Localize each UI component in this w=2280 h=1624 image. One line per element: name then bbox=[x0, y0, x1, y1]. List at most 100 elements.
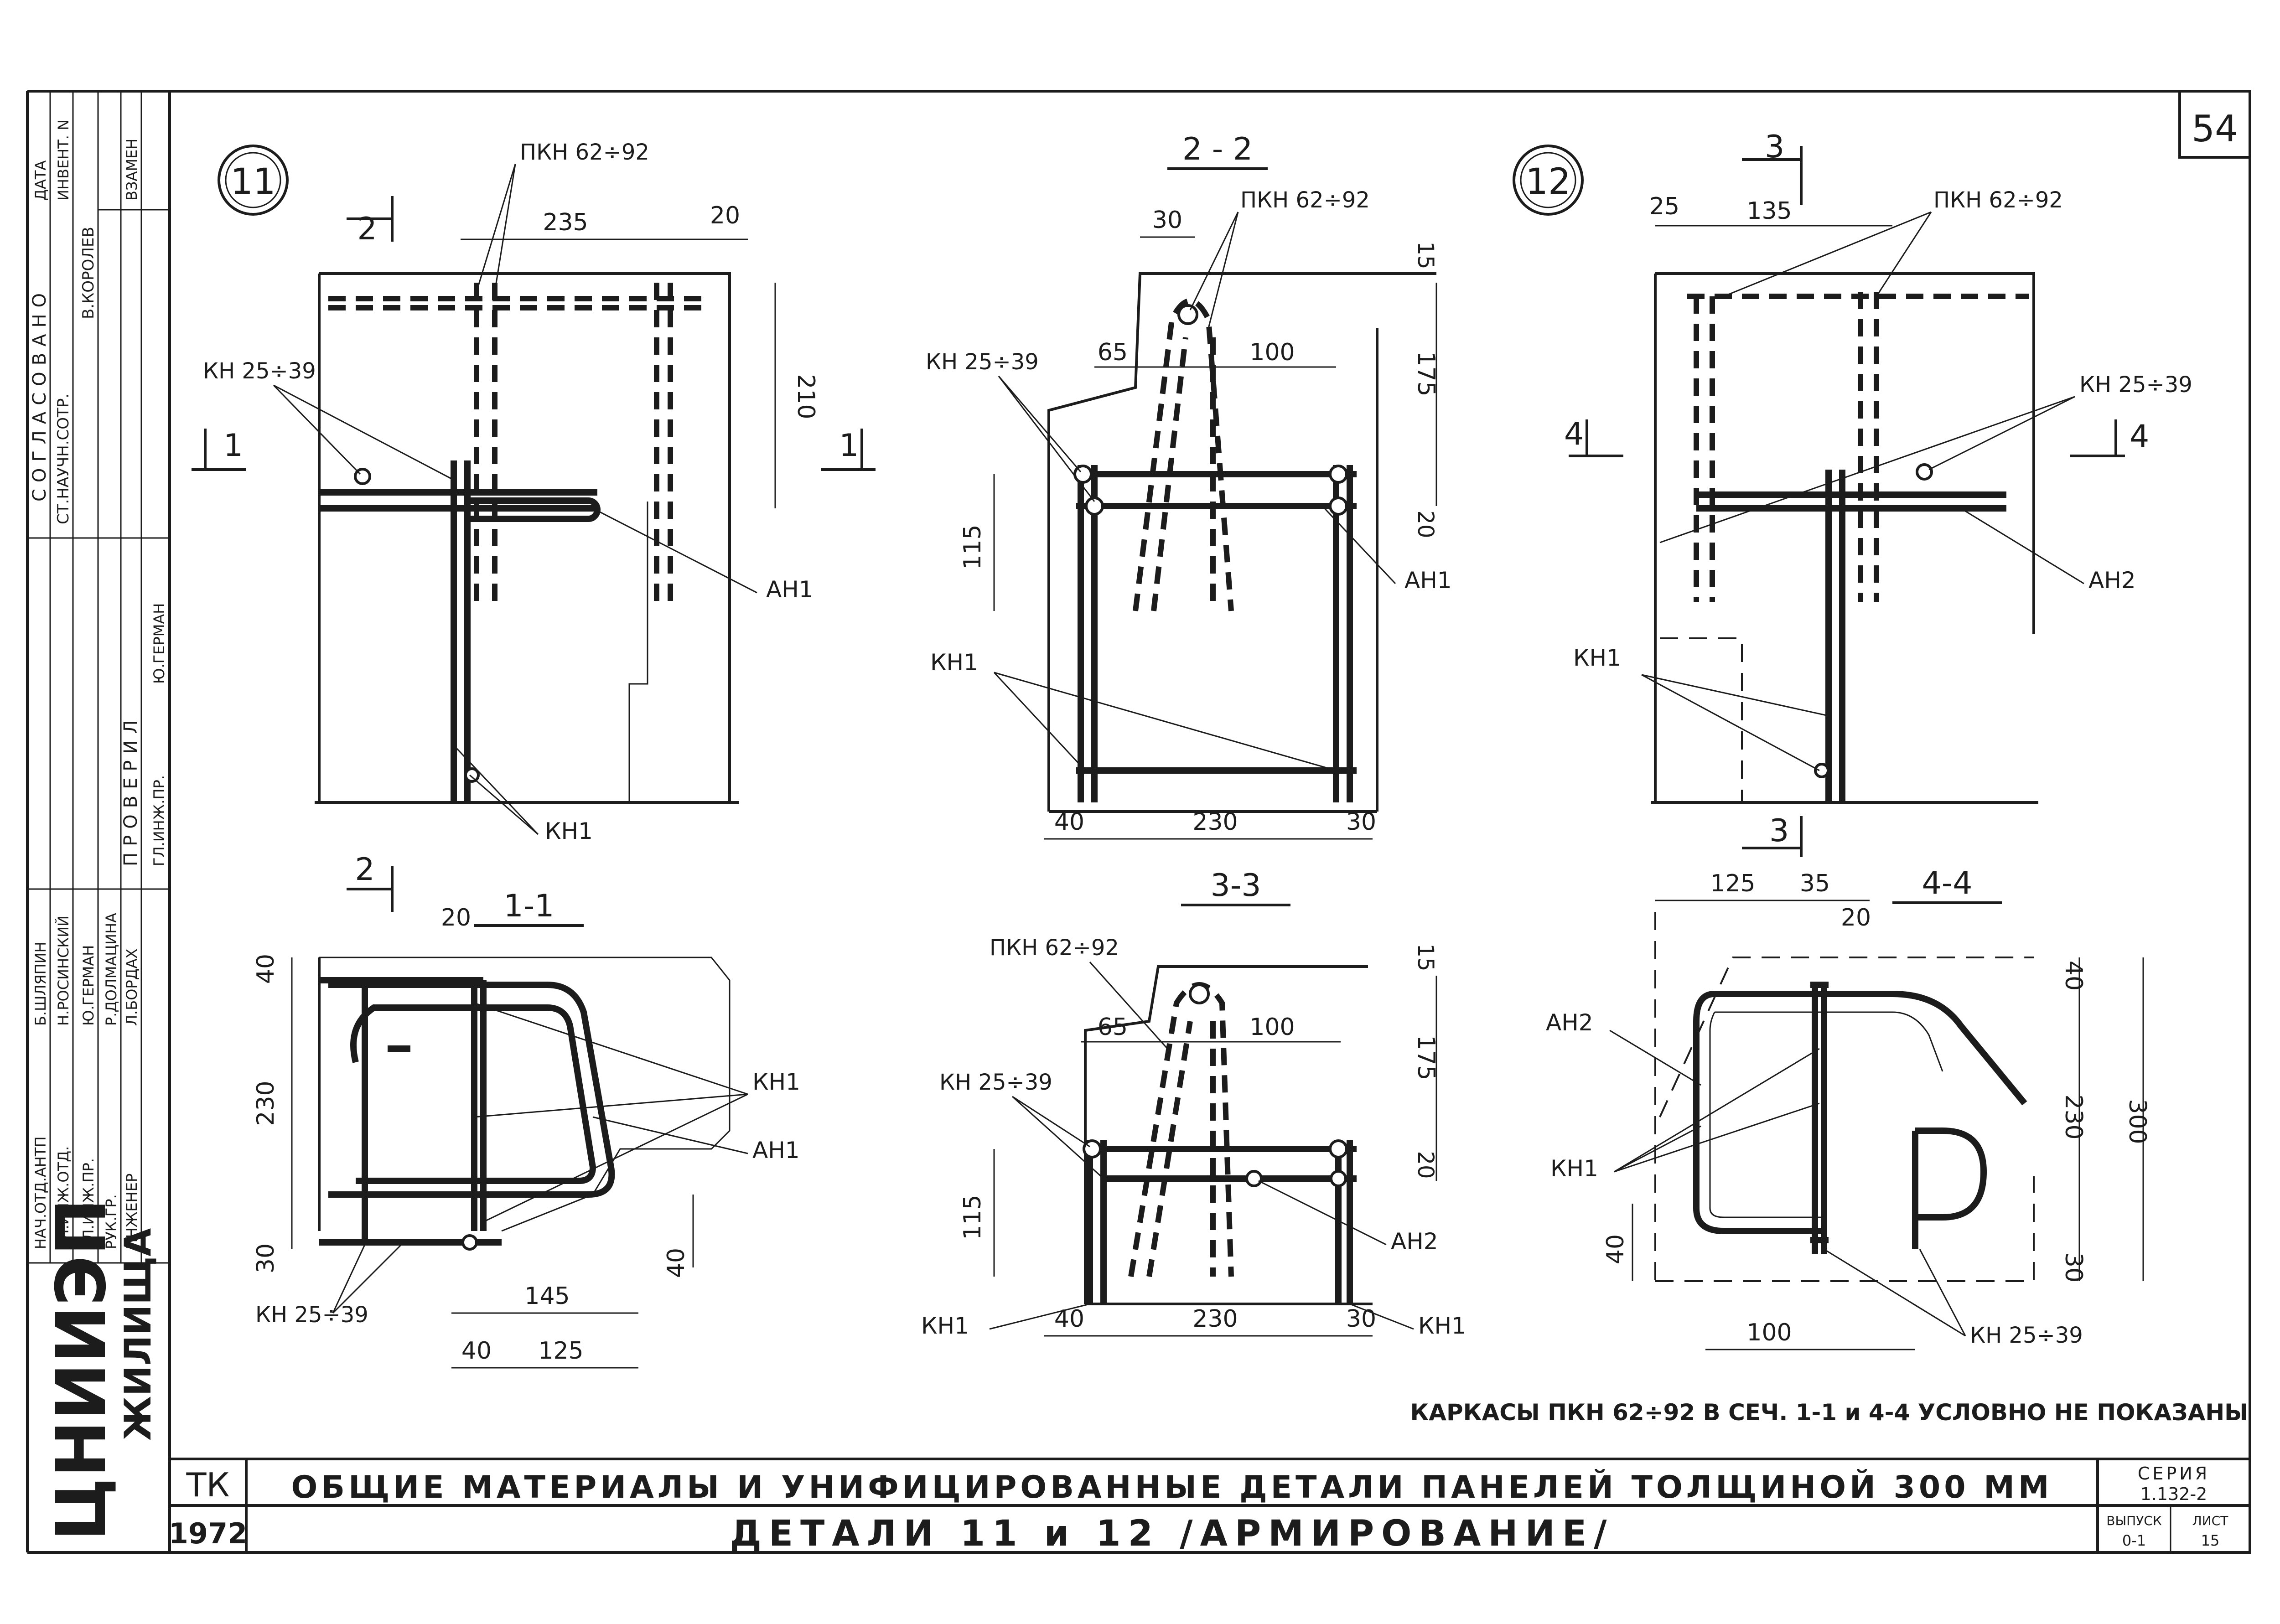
agreed-role: СТ.НАУЧН.СОТР. bbox=[54, 393, 73, 524]
dim-65-s22: 65 bbox=[1098, 339, 1128, 366]
section-mark-3-bottom: 3 bbox=[1769, 813, 1789, 849]
sheet-frame bbox=[26, 90, 2251, 1554]
label-kn1-s11: КН1 bbox=[752, 1069, 800, 1095]
dim-40-s22: 40 bbox=[1054, 808, 1084, 836]
role-4: РУК.ГР. bbox=[103, 1194, 120, 1249]
section-mark-4-right: 4 bbox=[2130, 419, 2149, 455]
section-1-1-view: 1-1 2 40 230 30 20 40 145 40 125 КН1 bbox=[252, 852, 800, 1369]
dim-20-s44: 20 bbox=[1841, 904, 1871, 931]
label-kn1-s33-right: КН1 bbox=[1418, 1313, 1466, 1339]
name-1: Б.ШЛЯПИН bbox=[32, 941, 49, 1026]
dim-30-s44: 30 bbox=[2060, 1252, 2087, 1283]
section-2-2-title: 2 - 2 bbox=[1182, 131, 1253, 167]
dim-40-s33: 40 bbox=[1054, 1305, 1084, 1333]
section-3-3-view: 3-3 15 65 100 175 20 115 40 230 30 ПКН 6… bbox=[921, 868, 1466, 1339]
label-an2-d12: АН2 bbox=[2088, 567, 2136, 594]
label-pkn-s33: ПКН 62÷92 bbox=[990, 935, 1119, 961]
label-kn1-d12: КН1 bbox=[1573, 645, 1621, 671]
footnote: КАРКАСЫ ПКН 62÷92 В СЕЧ. 1-1 и 4-4 УСЛОВ… bbox=[1410, 1399, 2248, 1426]
list-label: ЛИСТ bbox=[2192, 1513, 2229, 1528]
checked-name: Ю.ГЕРМАН bbox=[150, 603, 168, 684]
vzamen-label: ВЗАМЕН bbox=[123, 139, 140, 201]
role-1: НАЧ.ОТД.АНТП bbox=[32, 1136, 49, 1249]
dim-40-s11b: 40 bbox=[663, 1248, 690, 1278]
role-3: ГЛ.ИНЖ.ПР. bbox=[80, 1158, 97, 1249]
label-an1-s11: АН1 bbox=[752, 1137, 800, 1164]
label-pkn-d12: ПКН 62÷92 bbox=[1933, 187, 2063, 213]
dim-40-s44b: 40 bbox=[1602, 1234, 1629, 1264]
section-mark-2-bottom: 2 bbox=[355, 852, 374, 888]
label-kn1-d11: КН1 bbox=[545, 818, 593, 844]
org-logo: ЦНИИЭП bbox=[42, 1199, 121, 1541]
name-3: Ю.ГЕРМАН bbox=[80, 945, 97, 1026]
title-line-2: ДЕТАЛИ 11 и 12 /АРМИРОВАНИЕ/ bbox=[730, 1513, 1614, 1554]
section-2-2-view: 2 - 2 30 15 65 100 175 20 115 bbox=[926, 131, 1452, 840]
dim-115-s33: 115 bbox=[959, 1195, 986, 1240]
dim-100-s22: 100 bbox=[1249, 339, 1295, 366]
dim-20-top: 20 bbox=[710, 202, 740, 229]
detail-12-view: 12 3 25 135 4 4 3 П bbox=[1513, 129, 2192, 857]
title-line-1: ОБЩИЕ МАТЕРИАЛЫ И УНИФИЦИРОВАННЫЕ ДЕТАЛИ… bbox=[291, 1469, 2052, 1505]
name-5: Л.БОРДАХ bbox=[123, 949, 140, 1026]
agreed-name: В.КОРОЛЕВ bbox=[79, 227, 98, 319]
detail-12-number: 12 bbox=[1525, 161, 1570, 202]
dim-20-s33: 20 bbox=[1413, 1151, 1438, 1179]
stamp-title: ТК bbox=[186, 1466, 229, 1504]
section-mark-3-top: 3 bbox=[1765, 129, 1784, 165]
label-kn1-s44: КН1 bbox=[1550, 1155, 1598, 1182]
dim-100-s44: 100 bbox=[1746, 1319, 1792, 1346]
name-2: Н.РОСИНСКИЙ bbox=[55, 915, 72, 1026]
role-5: ИНЖЕНЕР bbox=[123, 1174, 140, 1249]
section-4-4-view: 4-4 125 35 20 40 230 30 300 40 100 АН2 К… bbox=[1546, 865, 2151, 1350]
series-label: СЕРИЯ bbox=[2138, 1464, 2210, 1484]
dim-230-s22: 230 bbox=[1192, 808, 1238, 836]
label-kn25-d12: КН 25÷39 bbox=[2079, 372, 2192, 398]
dim-175-s22: 175 bbox=[1412, 351, 1440, 396]
dim-40-s44a: 40 bbox=[2060, 961, 2087, 991]
issue-value: 0-1 bbox=[2122, 1532, 2146, 1549]
section-mark-2-top: 2 bbox=[357, 211, 377, 247]
side-stamp: СОГЛАСОВАНО СТ.НАУЧН.СОТР. В.КОРОЛЕВ ДАТ… bbox=[27, 91, 170, 1541]
label-pkn-d11: ПКН 62÷92 bbox=[520, 140, 649, 165]
dim-175-s33: 175 bbox=[1412, 1035, 1440, 1080]
list-value: 15 bbox=[2201, 1532, 2220, 1549]
name-4: Р.ДОЛМАЦИНА bbox=[103, 913, 120, 1026]
detail-11-view: 11 2 235 20 210 bbox=[192, 140, 876, 844]
org-name: ЖИЛИЩА bbox=[117, 1228, 159, 1441]
dim-210: 210 bbox=[792, 374, 819, 419]
label-kn25-s33: КН 25÷39 bbox=[939, 1070, 1052, 1095]
dim-230-s44: 230 bbox=[2060, 1094, 2087, 1139]
agreed-label: СОГЛАСОВАНО bbox=[29, 287, 50, 502]
label-kn25-s22: КН 25÷39 bbox=[926, 349, 1039, 375]
label-an1-s22: АН1 bbox=[1404, 567, 1452, 594]
dim-40-s11c: 40 bbox=[461, 1337, 492, 1365]
sheet-number: 54 bbox=[2192, 108, 2238, 150]
dim-235: 235 bbox=[543, 209, 588, 236]
dim-300-s44: 300 bbox=[2124, 1099, 2151, 1144]
date-label: ДАТА bbox=[32, 160, 49, 201]
detail-11-number: 11 bbox=[230, 161, 275, 202]
dim-35-s44: 35 bbox=[1800, 870, 1830, 897]
inventory-label: ИНВЕНТ. N bbox=[55, 119, 72, 201]
checked-role: ГЛ.ИНЖ.ПР. bbox=[150, 775, 168, 866]
dim-100-s33: 100 bbox=[1249, 1014, 1295, 1041]
dim-15-s22: 15 bbox=[1413, 241, 1438, 269]
section-4-4-title: 4-4 bbox=[1922, 865, 1972, 901]
title-block: ТК 1972 ОБЩИЕ МАТЕРИАЛЫ И УНИФИЦИРОВАННЫ… bbox=[169, 1458, 2250, 1554]
dim-145-s11: 145 bbox=[524, 1283, 570, 1310]
label-an2-s44: АН2 bbox=[1546, 1009, 1593, 1036]
dim-115-s22: 115 bbox=[959, 524, 986, 569]
label-an1-d11: АН1 bbox=[766, 576, 814, 603]
label-an2-s33: АН2 bbox=[1391, 1228, 1438, 1255]
stamp-year: 1972 bbox=[169, 1517, 248, 1550]
label-pkn-s22: ПКН 62÷92 bbox=[1240, 187, 1370, 213]
issue-label: ВЫПУСК bbox=[2106, 1513, 2162, 1528]
dim-230-s11: 230 bbox=[252, 1081, 280, 1126]
sheet-number-box: 54 bbox=[2178, 90, 2251, 159]
dim-30b-s22: 30 bbox=[1346, 808, 1376, 836]
dim-15-s33: 15 bbox=[1413, 943, 1438, 971]
section-3-3-title: 3-3 bbox=[1210, 868, 1261, 904]
label-kn1-s22: КН1 bbox=[930, 649, 978, 676]
dim-30-s22: 30 bbox=[1152, 207, 1182, 234]
label-kn25-d11: КН 25÷39 bbox=[203, 358, 316, 384]
